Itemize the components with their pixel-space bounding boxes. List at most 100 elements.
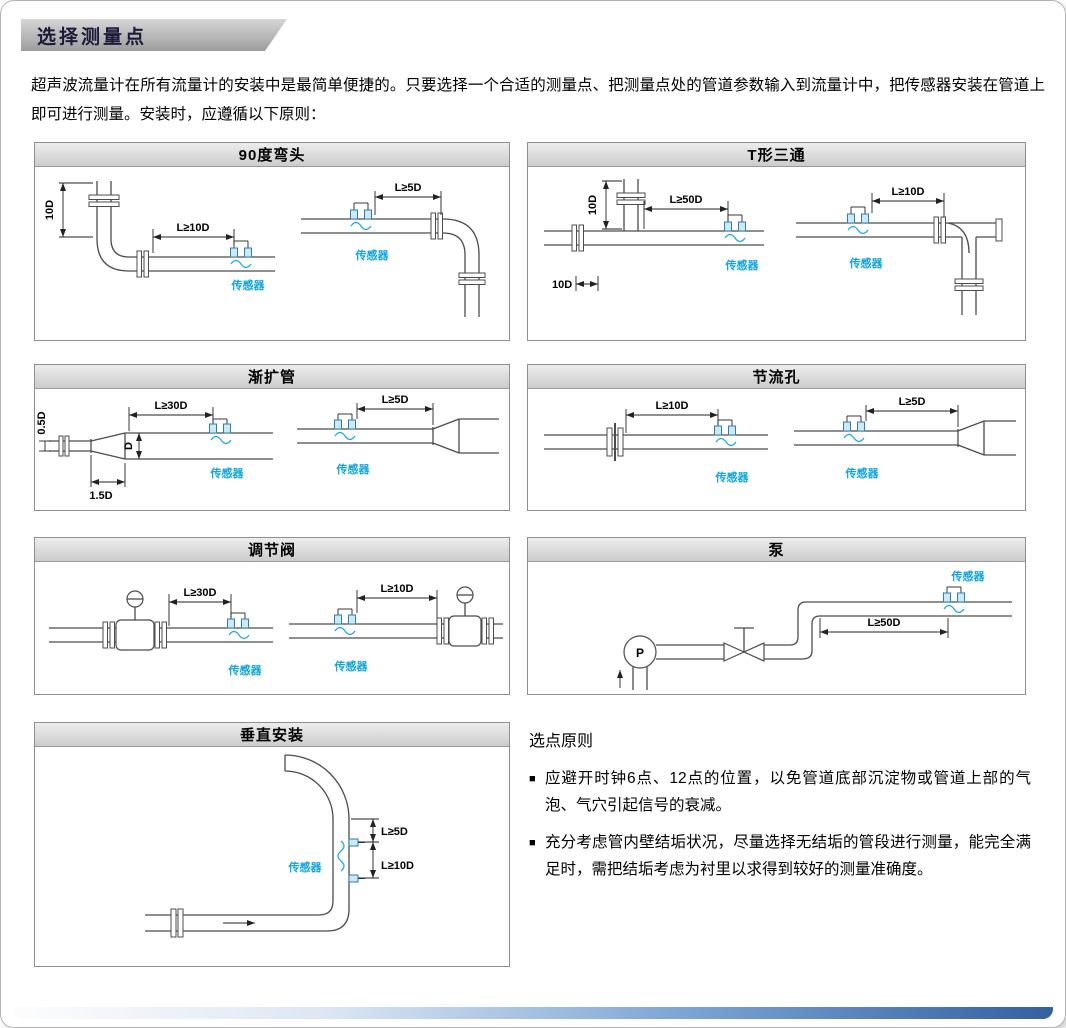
signal-wave <box>715 437 737 447</box>
dim-label-l30d: L≥30D <box>184 587 217 599</box>
pipe <box>297 418 499 454</box>
panel-valve-title: 调节阀 <box>35 538 509 562</box>
pipe <box>49 627 273 643</box>
orifice-plate <box>606 423 624 461</box>
orifice-left-diagram: L≥10D 传感器 <box>544 400 768 484</box>
dim-label-l10d: L≥10D <box>381 860 414 872</box>
dim-label-10d: 10D <box>587 195 599 215</box>
panel-pump: 泵 P <box>527 537 1026 695</box>
signal-wave <box>230 259 252 269</box>
signal-wave <box>210 435 232 445</box>
elbow-left-diagram: 10D L≥10D 传感器 <box>44 181 275 292</box>
valve-left-diagram: L≥30D 传感器 <box>49 587 273 677</box>
flange-pair <box>571 192 646 252</box>
signal-wave <box>337 840 345 872</box>
dim-label-10d-bottom: 10D <box>552 279 572 291</box>
panel-pump-title: 泵 <box>528 538 1025 562</box>
expander-left-diagram: 0.5D D 1.5D L≥30D <box>36 400 273 502</box>
tee-left-diagram: 10D L≥50D 传感器 10D <box>544 179 764 291</box>
tee-diagram: 10D L≥50D 传感器 10D <box>544 179 1003 315</box>
pump-symbol: P <box>623 635 657 669</box>
principle-text: 充分考虑管内壁结垢状况，尽量选择无结垢的管段进行测量，能完全满足时，需把结垢考虑… <box>545 834 1031 879</box>
pipe <box>794 420 1016 456</box>
dimension-10d-vertical <box>59 182 93 238</box>
sensor-pair <box>227 612 249 629</box>
sensor-label: 传感器 <box>334 659 369 673</box>
sensor-label: 传感器 <box>951 569 986 583</box>
signal-wave <box>724 233 746 243</box>
flange-pair <box>58 435 70 457</box>
panel-tee: T形三通 10D <box>527 142 1026 341</box>
dimension-l50d <box>819 618 949 638</box>
sensor-pair <box>230 240 252 258</box>
principle-item: ■ 应避开时钟6点、12点的位置，以免管道底部沉淀物或管道上部的气泡、气穴引起信… <box>529 765 1031 819</box>
dim-label-l5d: L≥5D <box>395 182 422 194</box>
dimension-l10d <box>358 842 379 879</box>
flange-pair <box>88 194 149 278</box>
panel-90-elbow-title: 90度弯头 <box>35 143 509 167</box>
dim-label-10d: 10D <box>44 200 56 220</box>
dim-label-d: D <box>123 442 135 450</box>
pipe <box>301 218 480 317</box>
vertical-install-diagram: L≥5D L≥10D 传感器 <box>145 754 414 938</box>
sensor-label: 传感器 <box>845 466 880 480</box>
sensor-label: 传感器 <box>715 470 750 484</box>
sensor-pair <box>209 418 231 434</box>
sensor-pair <box>348 838 365 883</box>
intro-paragraph: 超声波流量计在所有流量计的安装中是最简单便捷的。只要选择一个合适的测量点、把测量… <box>31 77 1045 124</box>
sensor-pair <box>334 413 356 430</box>
riser-pipe <box>789 601 1012 660</box>
valve-diagram: L≥30D 传感器 <box>49 583 503 677</box>
dim-label-05d: 0.5D <box>36 411 48 434</box>
dim-label-l10d: L≥10D <box>177 222 210 234</box>
sensor-label: 传感器 <box>210 466 245 480</box>
signal-wave <box>334 431 356 441</box>
panel-expander: 渐扩管 0.5D D <box>34 364 510 511</box>
expander-right-diagram: L≥5D 传感器 <box>297 394 499 476</box>
orifice-diagram: L≥10D 传感器 <box>544 396 1016 484</box>
dim-label-l5d: L≥5D <box>899 396 926 408</box>
sensor-label: 传感器 <box>228 663 263 677</box>
dimension-l5d <box>374 191 442 215</box>
panel-orifice: 节流孔 L≥10D <box>527 364 1026 511</box>
panel-orifice-title: 节流孔 <box>528 365 1025 389</box>
tee-right-diagram: L≥10D 传感器 <box>796 186 1003 315</box>
flange-pair <box>430 212 486 285</box>
section-banner: 选择测量点 <box>21 19 287 51</box>
sensor-pair <box>943 586 965 603</box>
panel-90-elbow: 90度弯头 10D <box>34 142 510 341</box>
flange-pair <box>933 216 1003 291</box>
signal-wave <box>334 626 356 636</box>
pump-diagram: P 传感器 L≥50D <box>617 569 1012 690</box>
dimension-l10d <box>625 409 719 433</box>
gate-valve <box>723 627 765 662</box>
sensor-pair <box>843 415 865 432</box>
sensor-label: 传感器 <box>849 256 884 270</box>
dim-label-l10d: L≥10D <box>381 583 414 595</box>
control-valve <box>436 586 494 647</box>
footer-gradient-bar <box>13 1007 1053 1019</box>
dimension-l10d <box>356 590 438 622</box>
principle-text: 应避开时钟6点、12点的位置，以免管道底部沉淀物或管道上部的气泡、气穴引起信号的… <box>545 770 1031 815</box>
dim-label-l10d: L≥10D <box>656 400 689 412</box>
sensor-label: 传感器 <box>336 462 371 476</box>
pump-letter: P <box>636 646 644 660</box>
panel-expander-title: 渐扩管 <box>35 365 509 389</box>
sensor-pair <box>714 419 736 436</box>
pipe <box>796 222 1002 315</box>
pipe <box>49 432 273 460</box>
suction-pipe <box>632 667 648 690</box>
sensor-pair <box>847 206 869 224</box>
valve-right-diagram: L≥10D 传感器 <box>289 583 503 673</box>
orifice-right-diagram: L≥5D 传感器 <box>794 396 1016 480</box>
sensor-pair <box>724 214 746 232</box>
signal-wave <box>943 604 965 614</box>
dimension-10d-bottom <box>575 276 599 291</box>
control-valve <box>102 590 167 651</box>
sensor-label: 传感器 <box>288 860 323 874</box>
flange-pair <box>170 908 184 938</box>
panel-vertical-title: 垂直安装 <box>35 723 509 747</box>
sensor-pair <box>350 202 372 220</box>
signal-wave <box>228 630 250 640</box>
